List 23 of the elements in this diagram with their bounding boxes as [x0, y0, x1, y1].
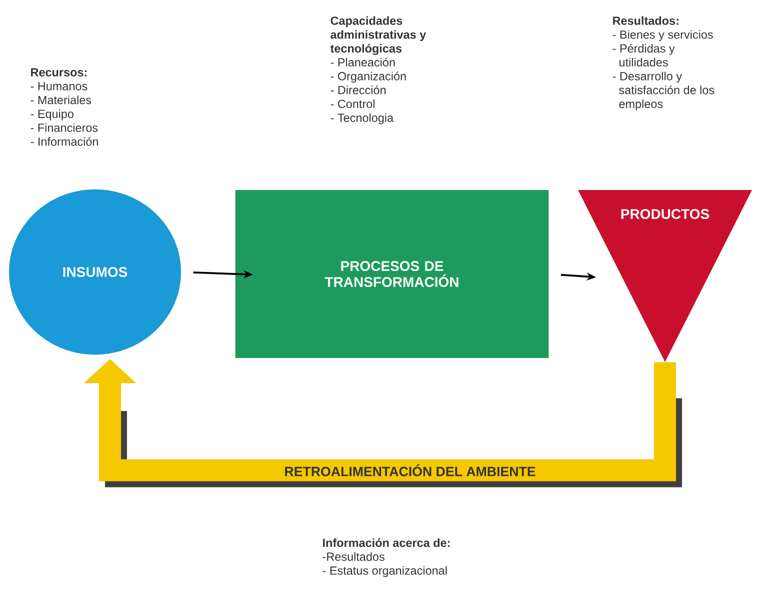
edge-label: RETROALIMENTACIÓN DEL AMBIENTE: [282, 462, 538, 478]
node-label: Resultados:: [613, 16, 678, 25]
result-list: Resultados: - Bienes y servicios - Pérdidas y utilidades - Desarrollo y satisfacción de los empleos: [612, 16, 714, 110]
node-label: - Dirección: [330, 85, 386, 94]
node-label: - Humanos: [30, 82, 88, 90]
process-box: PROCESOS DE TRANSFORMACIÓN: [235, 190, 549, 358]
node-label: - Desarrollo y satisfacción de los empleos: [612, 72, 714, 110]
node-label: Recursos:: [31, 68, 87, 76]
node-label: Capacidades administrativas y tecnológicas: [330, 16, 426, 55]
node-label: - Pérdidas y utilidades: [612, 44, 675, 66]
output-triangle: PRODUCTOS: [578, 190, 752, 362]
node-label: - Materiales: [30, 96, 92, 104]
node-label: - Bienes y servicios: [612, 30, 713, 42]
node-label: - Tecnologia: [330, 113, 394, 124]
node-label: - Información: [30, 137, 98, 146]
node-label: - Financieros: [30, 123, 98, 132]
resource-list: Recursos: - Humanos - Materiales - Equipo - Financieros - Información: [30, 68, 98, 146]
node-label: - Organización: [330, 72, 406, 83]
node-label: - Planeación: [330, 58, 395, 66]
node-label: - Equipo: [30, 109, 74, 120]
note-text: Información acerca de: -Resultados - Estatus organizacional: [322, 538, 450, 578]
capability-list: Capacidades administrativas y tecnológicas - Planeación - Organización - Dirección - Control - Tecnologia: [330, 16, 426, 124]
node-label: - Control: [330, 99, 374, 108]
